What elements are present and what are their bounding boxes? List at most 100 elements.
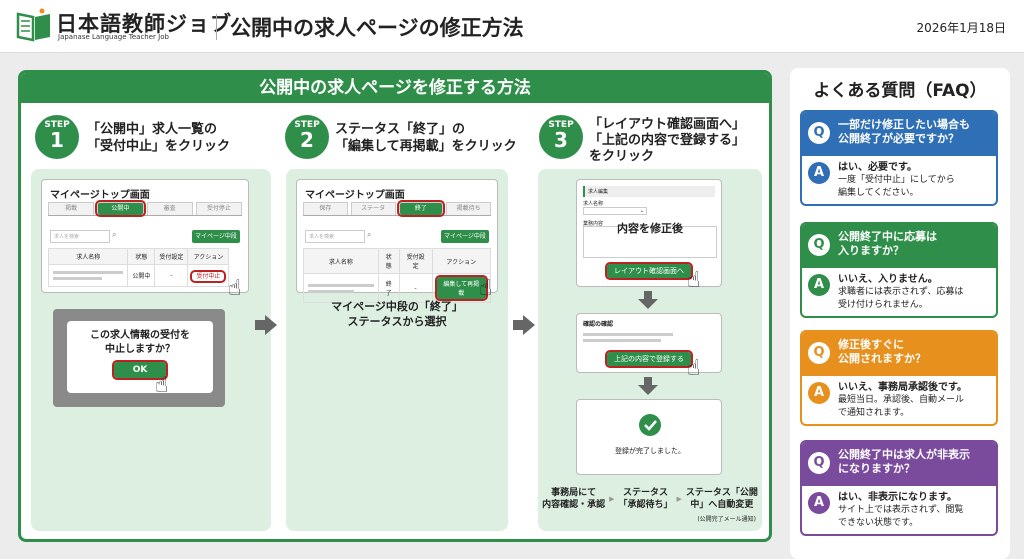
search-icon[interactable]: ⌕: [367, 230, 372, 239]
form-section: 求人編集: [583, 186, 715, 197]
confirm-title: 確認の確認: [583, 321, 614, 328]
pointer-hand-icon: ☝: [228, 276, 242, 301]
answer-body: 最短当日。承認後、自動メール で通知されます。: [838, 395, 965, 418]
step-label: STEP: [548, 120, 574, 130]
register-button[interactable]: 上記の内容で登録する: [605, 350, 693, 368]
a-icon: A: [808, 382, 830, 404]
field-label: 業務内容: [583, 221, 604, 227]
faq-question: Q 修正後すぐに 公開されますか？: [802, 332, 996, 376]
confirm-dialog: この求人情報の受付を 中止しますか？ OK: [67, 321, 213, 393]
col-header: アクション: [187, 248, 230, 265]
step-1-panel: マイページトップ画面 掲載公開中審査受付停止 求人を検索 ⌕ マイページ中段 求…: [31, 169, 271, 531]
col-header: 受付設定: [398, 248, 433, 274]
header: 日本語教師ジョブ Japanase Language Teacher Job 公…: [0, 0, 1024, 53]
pointer-hand-icon: ☝: [687, 356, 701, 381]
brand-name: 日本語教師ジョブ: [56, 12, 232, 36]
date: 2026年1月18日: [916, 21, 1006, 35]
setting-cell: -: [398, 273, 433, 303]
tab-public[interactable]: 公開中: [95, 200, 146, 217]
pointer-hand-icon: ☝: [479, 276, 493, 301]
col-header: 受付設定: [154, 248, 189, 265]
col-header: 求人名称: [303, 248, 379, 274]
table-row: 終了-編集して再掲載: [303, 273, 492, 303]
search-input[interactable]: 求人を検索: [50, 230, 110, 243]
arrow-down-icon: [638, 291, 658, 309]
col-header: 状態: [377, 248, 400, 274]
step-3-panel: 求人編集 求人名称 ⌄ 業務内容 内容を修正後 レイアウト確認画面へ ☝ 確認の…: [538, 169, 762, 531]
question-text: 修正後すぐに 公開されますか？: [838, 338, 926, 365]
page-title: 公開中の求人ページの修正方法: [230, 16, 524, 40]
a-icon: A: [808, 162, 830, 184]
flow-step: ステータス「公開 中」へ自動変更: [685, 488, 758, 510]
faq-item: Q 修正後すぐに 公開されますか？ A いいえ、事務局承認後です。最短当日。承認後、…: [800, 330, 998, 426]
question-text: 一部だけ修正したい場合も 公開終了が必要ですか？: [838, 118, 970, 145]
overlay-label: 内容を修正後: [617, 222, 683, 235]
dialog-message: この求人情報の受付を 中止しますか？: [90, 330, 190, 355]
mypage-button[interactable]: マイページ中段: [192, 230, 240, 243]
tab[interactable]: 受付停止: [195, 202, 242, 215]
step-2-panel: マイページトップ画面 保存ステータ終了掲載待ち 求人を検索 ⌕ マイページ中段 …: [286, 169, 508, 531]
stop-accepting-button[interactable]: 受付中止: [190, 270, 227, 283]
mock-title: マイページトップ画面: [305, 190, 405, 201]
mypage-button[interactable]: マイページ中段: [441, 230, 489, 243]
tab-ended[interactable]: 終了: [396, 200, 446, 217]
col-header: 求人名称: [47, 248, 129, 265]
q-icon: Q: [808, 234, 830, 256]
question-text: 公開終了中に応募は 入りますか？: [838, 230, 937, 257]
table-row: 公開中-受付中止: [47, 264, 230, 287]
flow-note: (公開完了メール通知): [697, 516, 756, 523]
pointer-hand-icon: ☝: [687, 268, 701, 293]
tab[interactable]: 保存: [303, 202, 348, 215]
setting-cell: -: [154, 264, 189, 287]
q-icon: Q: [808, 452, 830, 474]
brand-subtitle: Japanase Language Teacher Job: [58, 33, 169, 41]
answer-head: はい、必要です。: [838, 162, 917, 173]
edit-republish-button[interactable]: 編集して再掲載: [434, 275, 489, 301]
triangle-right-icon: ▶: [609, 495, 615, 503]
main-title: 公開中の求人ページを修正する方法: [21, 73, 769, 103]
step-label: STEP: [294, 120, 320, 130]
tab[interactable]: ステータ: [350, 202, 396, 215]
search-input[interactable]: 求人を検索: [305, 230, 365, 243]
faq-answer: A いいえ、事務局承認後です。最短当日。承認後、自動メール で通知されます。: [802, 376, 996, 424]
select-input[interactable]: ⌄: [583, 207, 647, 215]
layout-confirm-button[interactable]: レイアウト確認画面へ: [605, 262, 693, 280]
flow-step: ステータス 「承認待ち」: [618, 488, 673, 510]
faq-title: よくある質問（FAQ）: [813, 81, 987, 101]
col-header: 状態: [127, 248, 156, 265]
answer-head: いいえ、入りません。: [838, 274, 938, 285]
ok-button[interactable]: OK: [112, 360, 168, 380]
answer-head: いいえ、事務局承認後です。: [838, 382, 967, 393]
answer-body: 求職者には表示されず、応募は 受け付けられません。: [838, 287, 964, 310]
search-icon[interactable]: ⌕: [112, 230, 117, 239]
faq-question: Q 公開終了中は求人が非表示 になりますか？: [802, 442, 996, 486]
mock-title: マイページトップ画面: [50, 190, 150, 201]
question-text: 公開終了中は求人が非表示 になりますか？: [838, 448, 970, 475]
textarea[interactable]: [583, 226, 717, 258]
step-number: 2: [300, 128, 314, 152]
answer-head: はい、非表示になります。: [838, 492, 957, 503]
tab[interactable]: 掲載: [48, 202, 95, 215]
status-cell: 公開中: [127, 264, 156, 287]
mypage-mock: マイページトップ画面 保存ステータ終了掲載待ち 求人を検索 ⌕ マイページ中段 …: [296, 179, 498, 303]
tab[interactable]: 掲載待ち: [446, 202, 491, 215]
arrow-down-icon: [638, 377, 658, 395]
tab[interactable]: 審査: [146, 202, 193, 215]
answer-body: サイト上では表示されず、閲覧 できない状態です。: [838, 505, 964, 528]
step-2-title: ステータス「終了」の 「編集して再掲載」をクリック: [335, 122, 517, 154]
q-icon: Q: [808, 342, 830, 364]
step-label: STEP: [44, 120, 70, 130]
arrow-right-icon: [255, 315, 277, 335]
